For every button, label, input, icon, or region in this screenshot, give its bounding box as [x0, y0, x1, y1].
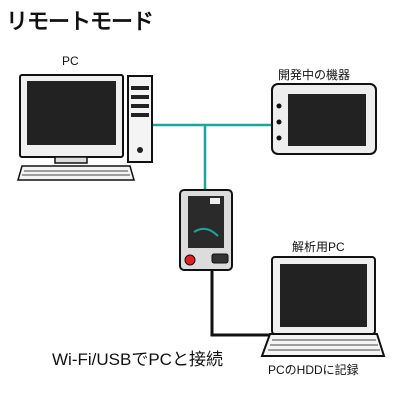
desktop-tower-icon	[127, 75, 153, 163]
page-title: リモートモード	[6, 10, 154, 35]
usb-cable-line	[210, 270, 272, 337]
desktop-monitor-icon	[19, 74, 124, 164]
keyboard-icon	[17, 165, 135, 181]
pc-label: PC	[62, 54, 79, 68]
logger-device-icon	[179, 189, 233, 271]
analysis-laptop-icon	[260, 256, 386, 357]
analysis-pc-label: 解析用PC	[292, 240, 345, 254]
teal-connection-lines	[150, 123, 272, 192]
hdd-record-label: PCのHDDに記録	[268, 363, 359, 377]
device-label: 開発中の機器	[278, 68, 351, 82]
device-under-development-icon	[271, 83, 377, 155]
connection-label: Wi-Fi/USBでPCと接続	[52, 350, 223, 369]
